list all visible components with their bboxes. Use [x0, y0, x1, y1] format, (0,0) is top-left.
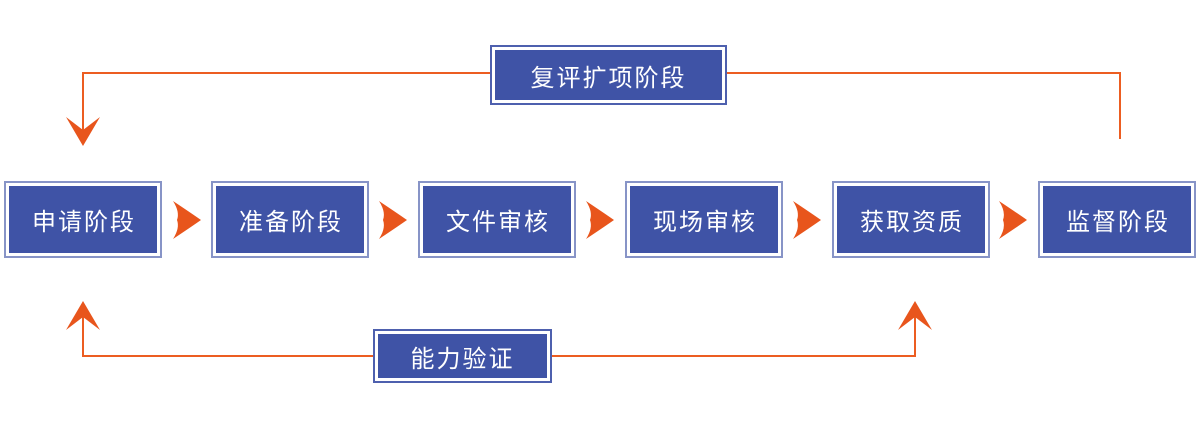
chevron-right-icon [792, 200, 822, 240]
flow-step-label: 现场审核 [653, 208, 757, 236]
flow-step-label: 监督阶段 [1066, 208, 1170, 236]
chevron-right-icon [378, 200, 408, 240]
chevron-right-icon [585, 200, 615, 240]
down-arrowhead-icon [66, 117, 100, 146]
loop-box-label: 能力验证 [410, 344, 515, 373]
flow-step-label: 准备阶段 [239, 208, 343, 236]
up-arrowhead-left-icon [66, 301, 100, 330]
up-arrowhead-right-icon [898, 301, 932, 330]
chevron-right-icon [998, 200, 1028, 240]
flow-step-label: 获取资质 [860, 208, 964, 236]
flow-step-document-review: 文件审核 [418, 181, 576, 258]
loop-box-reassessment-expansion: 复评扩项阶段 [490, 45, 727, 105]
flow-step-label: 申请阶段 [32, 208, 136, 236]
flow-step-preparation: 准备阶段 [211, 181, 369, 258]
flow-step-qualification: 获取资质 [832, 181, 990, 258]
chevron-right-icon [172, 200, 202, 240]
loop-box-capability-verification: 能力验证 [373, 329, 552, 383]
flow-step-onsite-review: 现场审核 [625, 181, 783, 258]
flow-step-application: 申请阶段 [4, 181, 162, 258]
flow-step-supervision: 监督阶段 [1038, 181, 1196, 258]
loop-box-label: 复评扩项阶段 [530, 63, 687, 92]
flow-step-label: 文件审核 [446, 208, 550, 236]
